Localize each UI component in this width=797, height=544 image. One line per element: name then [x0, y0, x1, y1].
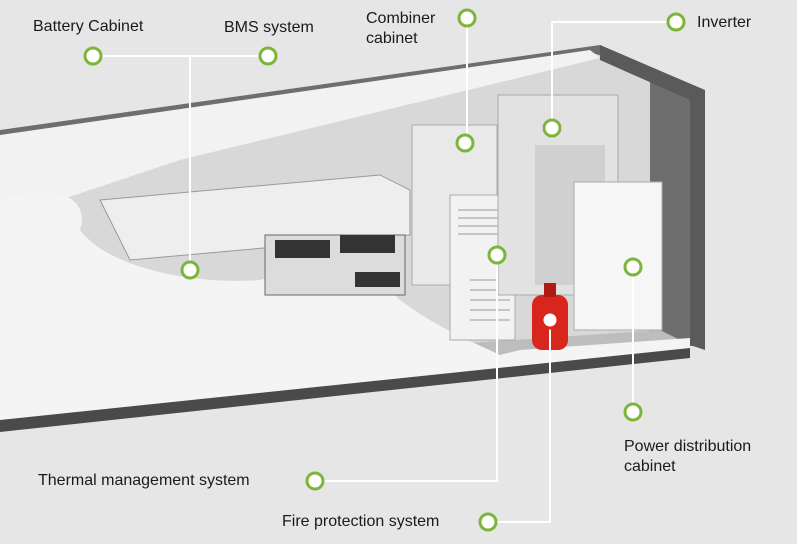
battery-racks: [99, 174, 411, 296]
marker-bms-target[interactable]: [180, 260, 200, 280]
marker-thermal-label[interactable]: [305, 471, 325, 491]
label-battery-cabinet: Battery Cabinet: [33, 18, 144, 35]
label-thermal-management: Thermal management system: [38, 472, 250, 489]
marker-battery-cabinet[interactable]: [83, 46, 103, 66]
leader-lines: [93, 18, 676, 523]
label-inverter: Inverter: [697, 14, 752, 31]
label-power-distribution-line2: cabinet: [624, 458, 676, 475]
marker-fire-target[interactable]: [540, 310, 560, 330]
marker-inverter-target[interactable]: [542, 118, 562, 138]
power-distribution-cabinet: [573, 181, 663, 331]
label-power-distribution-line1: Power distribution: [624, 438, 752, 455]
label-fire-protection: Fire protection system: [282, 513, 440, 530]
marker-fire-label[interactable]: [478, 512, 498, 532]
marker-inverter-label[interactable]: [666, 12, 686, 32]
label-combiner-cabinet: Combiner cabinet: [366, 9, 435, 49]
marker-power-distribution-label[interactable]: [623, 402, 643, 422]
label-bms-system: BMS system: [224, 19, 314, 36]
marker-combiner-label[interactable]: [457, 8, 477, 28]
marker-bms-system[interactable]: [258, 46, 278, 66]
label-combiner-line1: Combiner: [366, 10, 436, 27]
label-power-distribution: Power distribution cabinet: [624, 437, 751, 477]
label-combiner-line2: cabinet: [366, 30, 418, 47]
marker-combiner-target[interactable]: [455, 133, 475, 153]
marker-thermal-target[interactable]: [487, 245, 507, 265]
marker-power-distribution-target[interactable]: [623, 257, 643, 277]
